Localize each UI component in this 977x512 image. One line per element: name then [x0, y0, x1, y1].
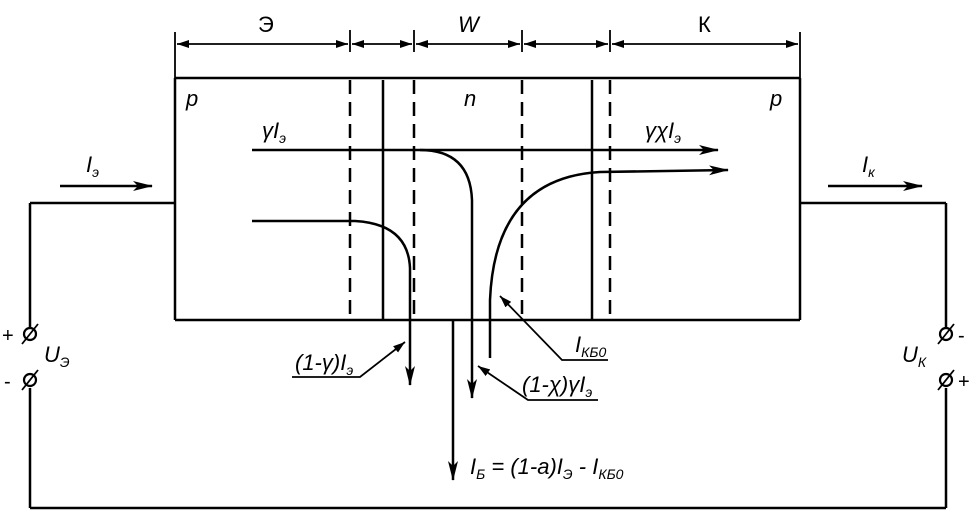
external-circuit	[28, 201, 948, 510]
carrier-flows	[252, 145, 729, 481]
base-width-label: W	[458, 12, 481, 37]
label-gamma-chi-ie: γχIэ	[645, 118, 681, 146]
junction-boundaries	[348, 80, 612, 320]
dimension-lines	[174, 30, 801, 78]
emitter-minus-sign: -	[4, 371, 11, 393]
emitter-terminals	[21, 323, 39, 391]
one-minus-gamma-flow-line	[252, 219, 415, 386]
recombination-flow-line	[419, 148, 477, 399]
base-current-formula: IБ = (1-a)IЭ - IКБ0	[470, 454, 624, 482]
label-collector-voltage: UК	[902, 342, 927, 370]
collector-plus-sign: +	[958, 371, 970, 393]
label-emitter-current: Iэ	[86, 152, 99, 180]
layer-n-middle: n	[464, 86, 476, 111]
ikbo-flow-line	[488, 165, 729, 358]
emitter-width-label: Э	[258, 12, 274, 37]
layer-p-right: p	[769, 86, 782, 111]
label-one-minus-gamma-ie: (1-γ)Iэ	[295, 350, 353, 378]
leader-lines	[292, 295, 608, 401]
label-collector-current: Iк	[862, 152, 876, 180]
label-emitter-voltage: UЭ	[44, 342, 70, 370]
emitter-plus-sign: +	[2, 325, 14, 347]
crystal-body	[173, 76, 802, 322]
layer-p-left: p	[185, 86, 198, 111]
label-ikbo: IКБ0	[575, 332, 606, 360]
collector-terminals	[937, 323, 955, 391]
collector-minus-sign: -	[958, 325, 965, 347]
collector-width-label: К	[698, 12, 711, 37]
label-gamma-ie: γIэ	[262, 118, 286, 146]
label-one-minus-chi-gamma-ie: (1-χ)γIэ	[522, 372, 592, 400]
